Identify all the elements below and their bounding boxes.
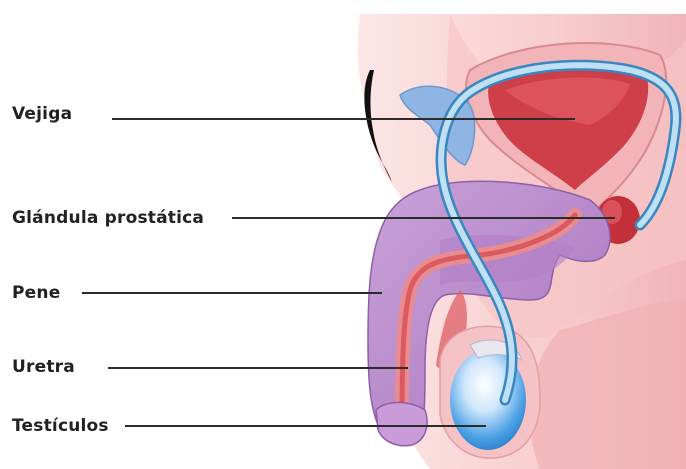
label-penis: Pene (12, 283, 60, 303)
label-bladder: Vejiga (12, 104, 72, 124)
label-urethra: Uretra (12, 357, 75, 377)
label-prostate-gland: Glándula prostática (12, 208, 204, 228)
glans (376, 403, 427, 446)
label-testicles: Testículos (12, 416, 109, 436)
